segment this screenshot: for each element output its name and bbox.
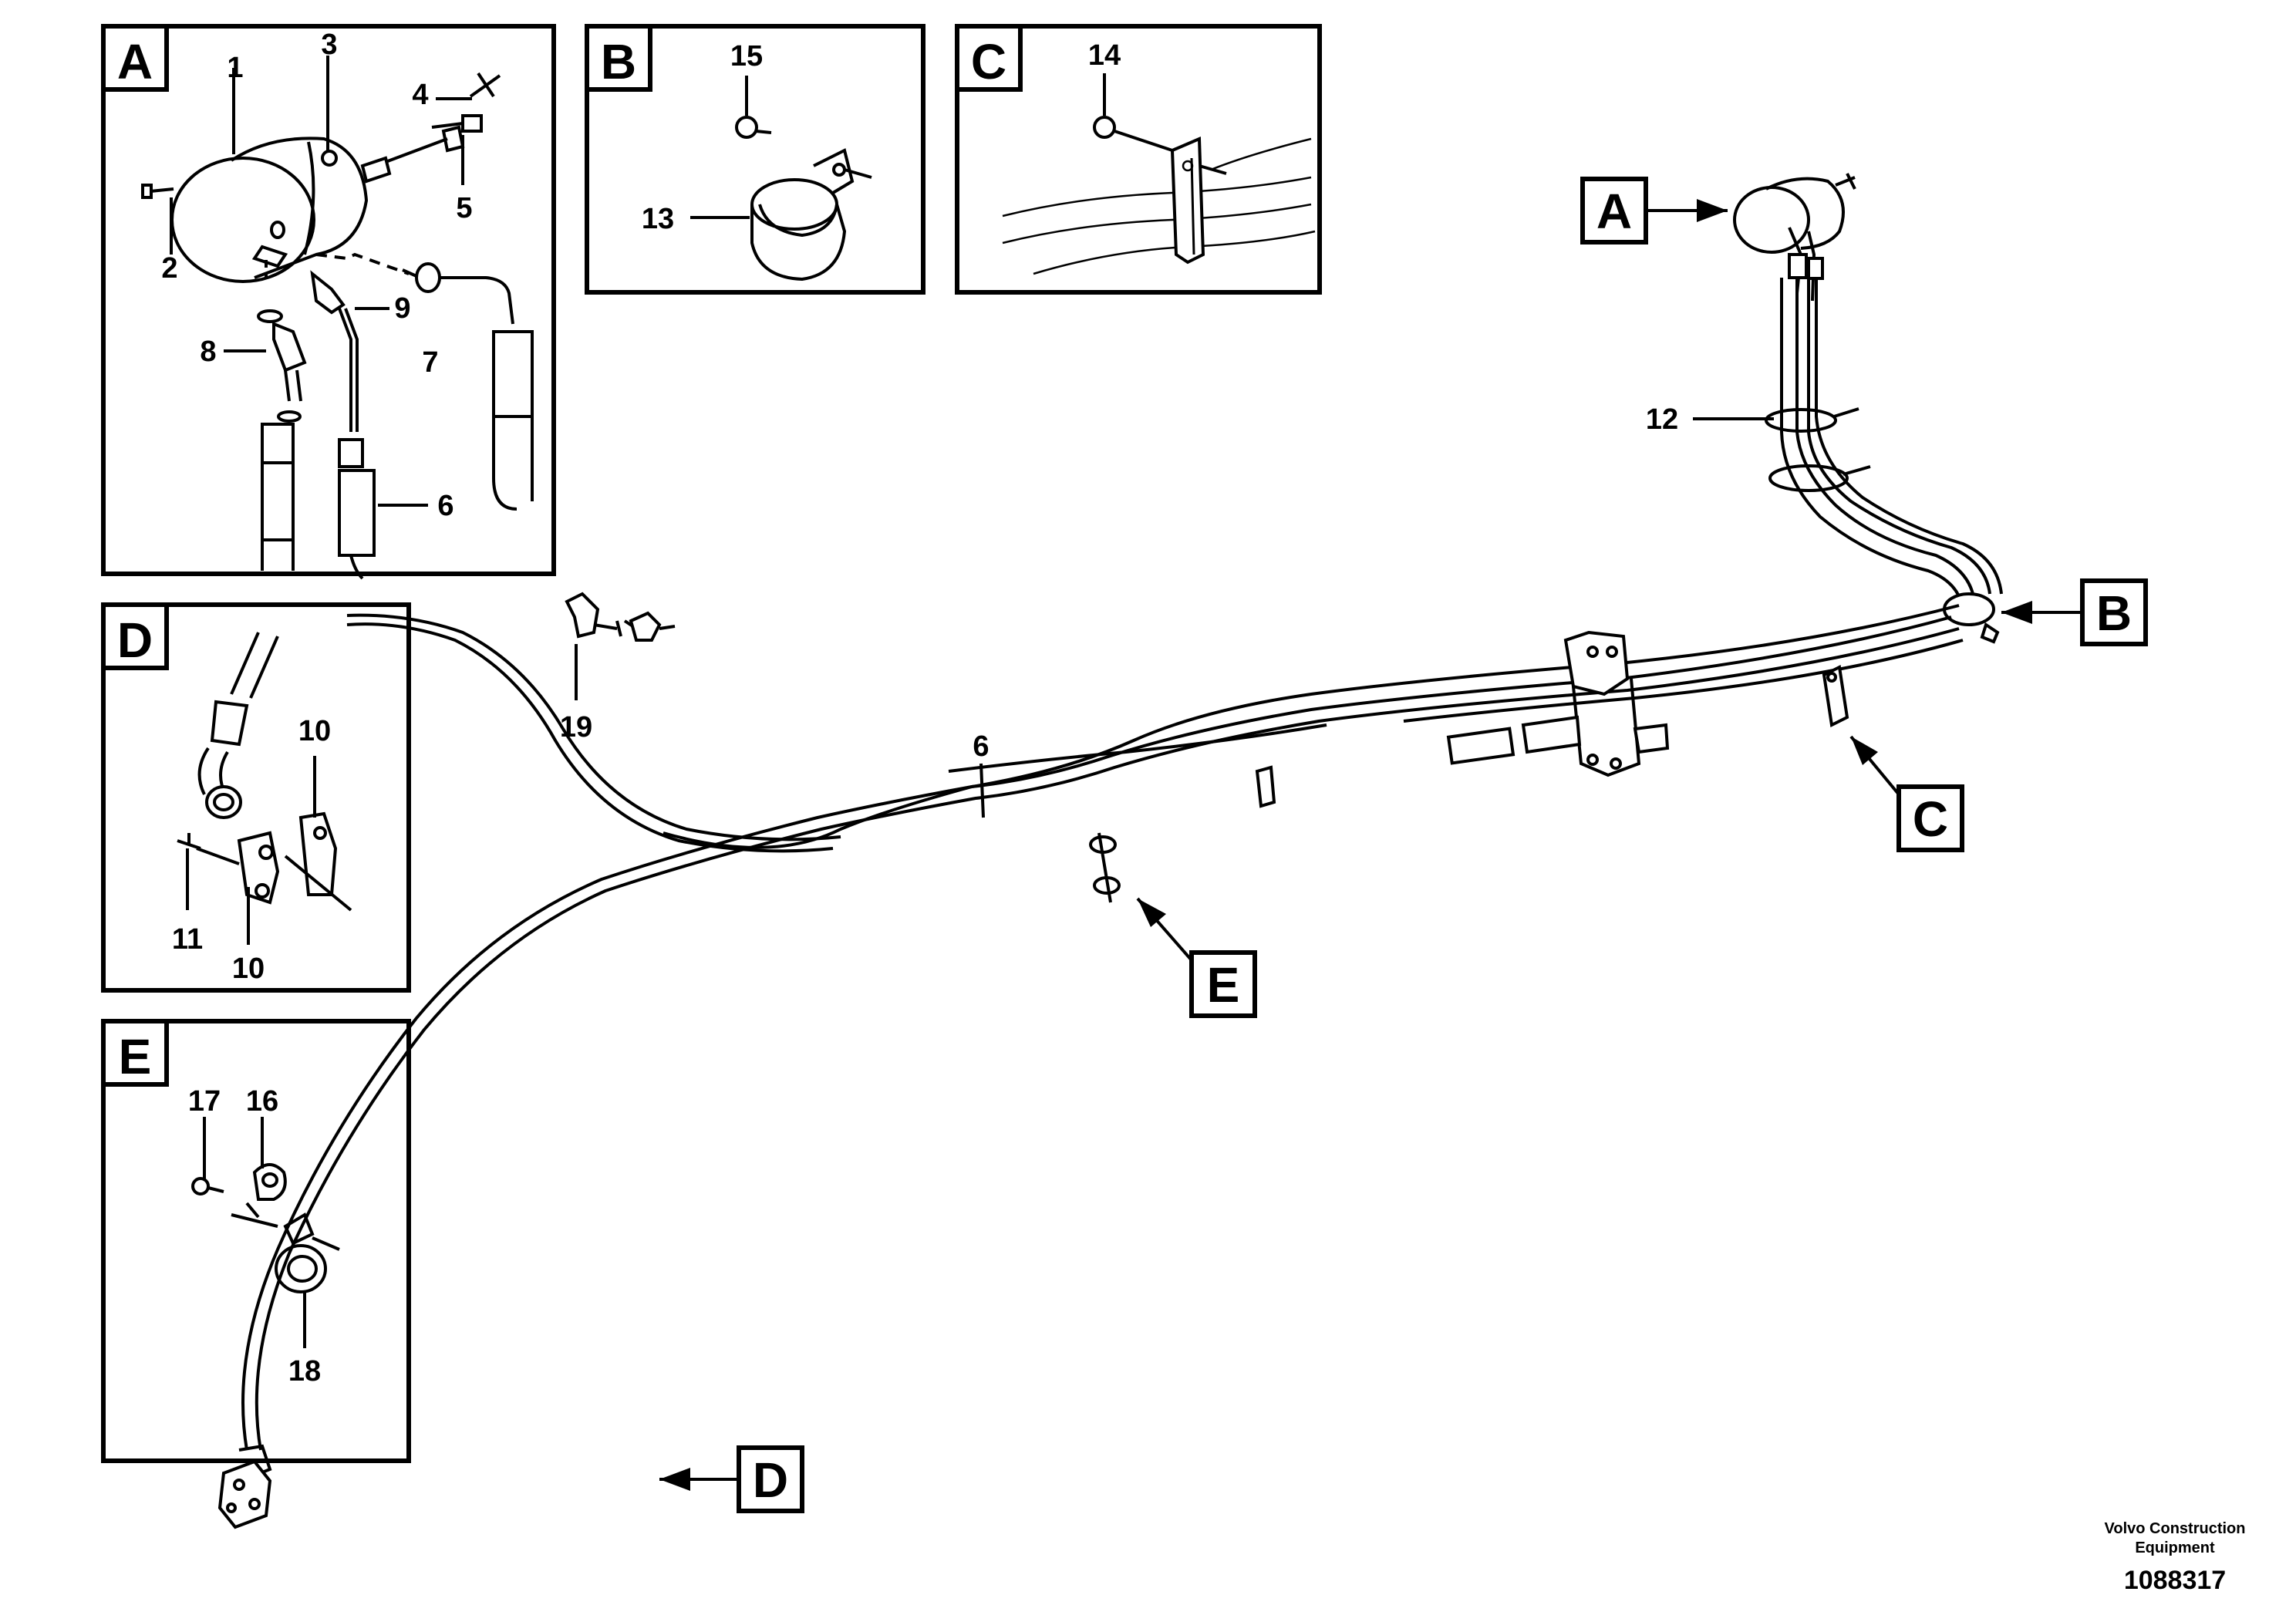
part-number-10-bottom: 10: [232, 953, 265, 985]
callout-e: E: [1136, 897, 1257, 1018]
part-number-18: 18: [288, 1355, 321, 1388]
footer-company-line2: Equipment: [2135, 1539, 2215, 1556]
panel-a-label: A: [117, 34, 153, 89]
detail-panel-e: E 17 16 18: [101, 1019, 411, 1463]
panel-d-label: D: [117, 612, 153, 668]
part-number-15: 15: [730, 40, 763, 73]
panel-b-label: B: [601, 34, 636, 89]
callout-d-label: D: [753, 1452, 788, 1508]
part-number-2: 2: [161, 252, 177, 285]
detail-panel-d: D 10 11 10: [101, 602, 411, 993]
part-number-3: 3: [321, 29, 337, 61]
part-number-16: 16: [246, 1085, 278, 1118]
footer-company-line1: Volvo Construction: [2104, 1520, 2246, 1537]
clamp-13-drawing: [750, 148, 855, 282]
main-valve-block: [1446, 630, 1670, 777]
callout-a: A: [1580, 177, 1728, 244]
part-number-14: 14: [1088, 39, 1121, 72]
panel-c-label: C: [971, 34, 1006, 89]
part-number-10-top: 10: [298, 715, 331, 747]
main-brake-chamber: [1733, 173, 1856, 302]
callout-e-label: E: [1207, 957, 1240, 1013]
detail-panel-c: C 14: [955, 24, 1322, 295]
callout-c: C: [1849, 735, 1964, 852]
drawing-number: 1088317: [2123, 1566, 2227, 1595]
part-number-19: 19: [560, 711, 592, 744]
detail-panel-b: B 15 13: [585, 24, 925, 295]
part-number-8: 8: [200, 336, 216, 368]
callout-c-label: C: [1913, 791, 1948, 847]
main-flange-d: [217, 1459, 272, 1529]
part-number-1: 1: [227, 52, 243, 84]
part-number-6-detail: 6: [437, 490, 453, 522]
main-assembly: A B C D: [217, 173, 2148, 1529]
part-number-4: 4: [412, 79, 428, 111]
part-number-11: 11: [172, 923, 203, 956]
part-number-9: 9: [394, 292, 410, 325]
part-number-5: 5: [456, 192, 472, 224]
part-number-6-main: 6: [973, 730, 989, 763]
panel-e-label: E: [119, 1029, 152, 1084]
part-number-13: 13: [642, 203, 674, 235]
clamp-14-drawing: [1002, 137, 1316, 275]
part-number-12: 12: [1646, 403, 1678, 436]
callout-b-label: B: [2096, 585, 2132, 641]
brake-chamber-drawing: [170, 125, 465, 283]
footer-company: Volvo Construction Equipment: [2082, 1519, 2267, 1558]
detail-panel-a: A: [101, 24, 556, 580]
callout-a-label: A: [1596, 184, 1632, 239]
part-number-17: 17: [188, 1085, 221, 1118]
callout-d: D: [659, 1445, 804, 1513]
part-number-7: 7: [422, 346, 438, 379]
callout-b: B: [2001, 578, 2148, 646]
